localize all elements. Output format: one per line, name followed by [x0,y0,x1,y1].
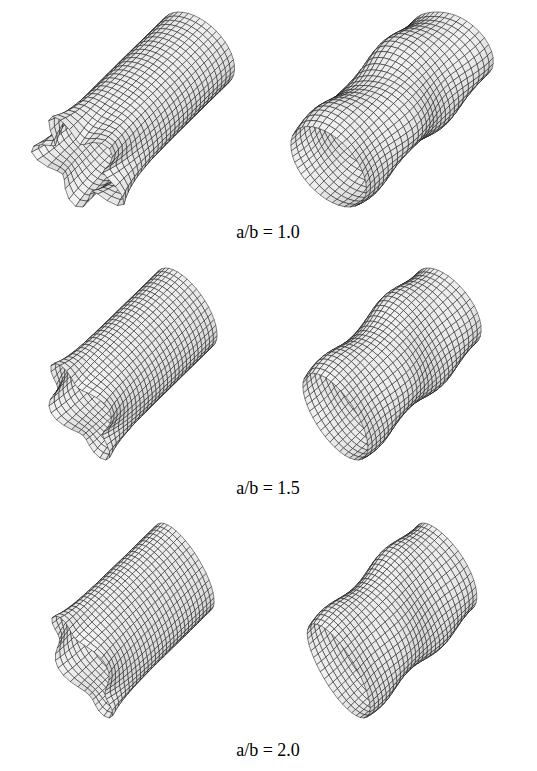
tube-meshes [32,12,494,718]
